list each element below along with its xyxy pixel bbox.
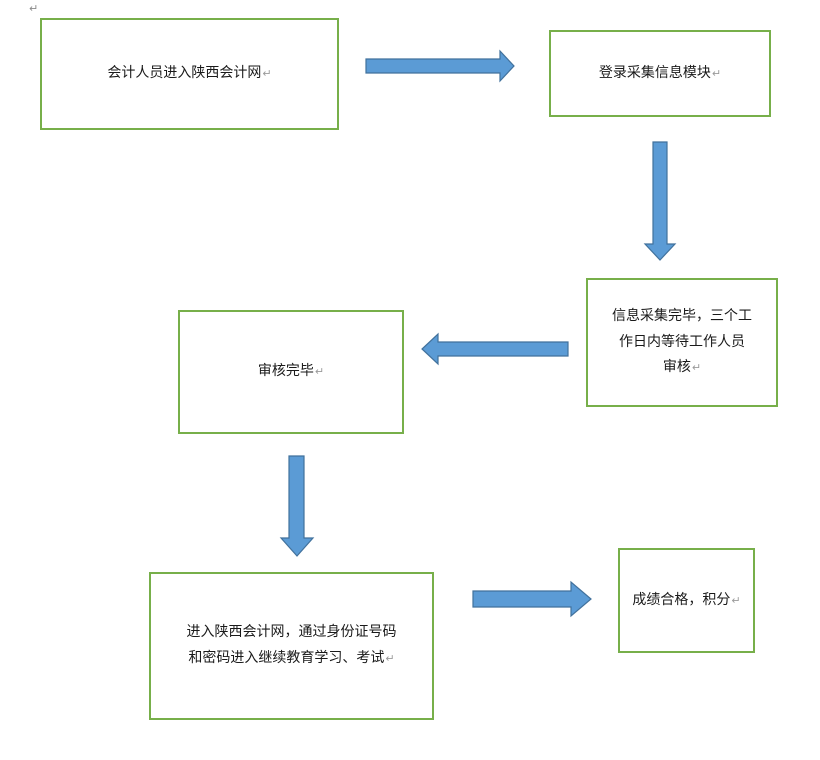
step-box-3: 信息采集完毕，三个工 作日内等待工作人员 审核 (586, 278, 778, 407)
step-4-text: 审核完毕 (258, 359, 324, 385)
paragraph-mark: ↵ (29, 2, 39, 15)
step-box-6: 成绩合格，积分 (618, 548, 755, 653)
step-box-1: 会计人员进入陕西会计网 (40, 18, 339, 130)
step-box-4: 审核完毕 (178, 310, 404, 434)
arrow-left-1 (421, 332, 569, 366)
step-6-text: 成绩合格，积分 (632, 588, 740, 614)
arrow-right-1 (365, 49, 515, 83)
step-box-2: 登录采集信息模块 (549, 30, 771, 117)
step-1-text: 会计人员进入陕西会计网 (107, 61, 271, 87)
arrow-down-1 (643, 141, 677, 261)
step-2-text: 登录采集信息模块 (599, 61, 721, 87)
step-box-5: 进入陕西会计网，通过身份证号码 和密码进入继续教育学习、考试 (149, 572, 434, 720)
step-3-text: 信息采集完毕，三个工 作日内等待工作人员 审核 (612, 304, 752, 382)
arrow-right-2 (472, 580, 592, 618)
step-5-text: 进入陕西会计网，通过身份证号码 和密码进入继续教育学习、考试 (187, 620, 397, 672)
arrow-down-2 (279, 455, 315, 557)
